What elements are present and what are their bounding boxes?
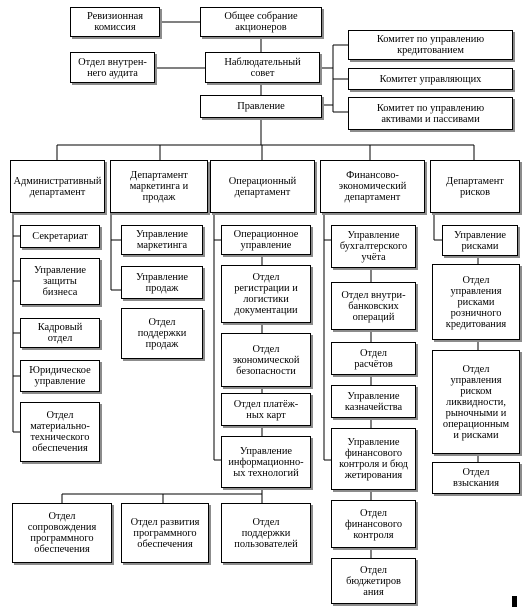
- internal-audit-box: Отдел внутрен- него аудита: [70, 52, 155, 83]
- marketing-department-box: Департамент маркетинга и продаж: [110, 160, 208, 213]
- marketing-management-box: Управление маркетинга: [121, 225, 203, 255]
- software-support-box: Отдел сопровождения программного обеспеч…: [12, 503, 112, 563]
- internal-operations-box: Отдел внутри- банковских операций: [331, 282, 416, 330]
- sales-support-box: Отдел поддержки продаж: [121, 308, 203, 359]
- admin-department-box: Административный департамент: [10, 160, 105, 213]
- sales-management-box: Управление продаж: [121, 266, 203, 299]
- logistics-supply-box: Отдел материально- технического обеспече…: [20, 402, 100, 462]
- settlements-box: Отдел расчётов: [331, 342, 416, 375]
- budgeting-box: Отдел бюджетиров ания: [331, 558, 416, 604]
- risk-management-box: Управление рисками: [442, 225, 518, 256]
- legal-department-box: Юридическое управление: [20, 360, 100, 392]
- revision-commission-box: Ревизионная комиссия: [70, 7, 160, 37]
- accounting-management-box: Управление бухгалтерского учёта: [331, 225, 416, 268]
- user-support-box: Отдел поддержки пользователей: [221, 503, 311, 563]
- payment-cards-box: Отдел платёж- ных карт: [221, 393, 311, 426]
- economic-security-box: Отдел экономической безопасности: [221, 333, 311, 387]
- supervisory-board-box: Наблюдательный совет: [205, 52, 320, 83]
- alco-committee-box: Комитет по управлению активами и пассива…: [348, 97, 513, 130]
- credit-committee-box: Комитет по управлению кредитованием: [348, 30, 513, 60]
- operations-department-box: Операционный департамент: [210, 160, 315, 213]
- managers-committee-box: Комитет управляющих: [348, 68, 513, 90]
- registration-logistics-box: Отдел регистрации и логистики документац…: [221, 265, 311, 323]
- it-management-box: Управление информационно- ых технологий: [221, 436, 311, 488]
- liquidity-risk-box: Отдел управления риском ликвидности, рын…: [432, 350, 520, 454]
- operations-management-box: Операционное управление: [221, 225, 311, 255]
- business-protection-box: Управление защиты бизнеса: [20, 258, 100, 305]
- general-meeting-box: Общее собрание акционеров: [200, 7, 322, 37]
- finance-department-box: Финансово- экономический департамент: [320, 160, 425, 213]
- financial-control-budgeting-box: Управление финансового контроля и бюд же…: [331, 428, 416, 490]
- software-development-box: Отдел развития программного обеспечения: [121, 503, 209, 563]
- hr-department-box: Кадровый отдел: [20, 318, 100, 348]
- treasury-box: Управление казначейства: [331, 385, 416, 418]
- risk-department-box: Департамент рисков: [430, 160, 520, 213]
- collections-box: Отдел взыскания: [432, 462, 520, 494]
- financial-control-box: Отдел финансового контроля: [331, 500, 416, 548]
- management-board-box: Правление: [200, 95, 322, 118]
- secretariat-box: Секретариат: [20, 225, 100, 248]
- retail-credit-risk-box: Отдел управления рисками розничного кред…: [432, 264, 520, 340]
